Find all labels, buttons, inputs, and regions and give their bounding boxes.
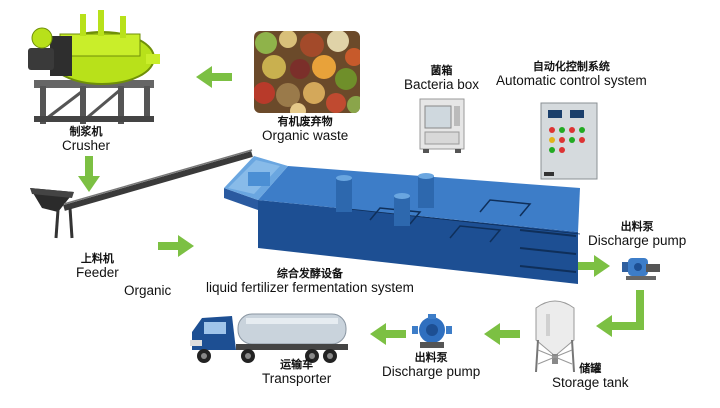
organic-label: Organic — [124, 283, 172, 298]
silo-icon — [532, 294, 578, 374]
screw-conveyor-icon — [28, 146, 268, 246]
pump-bottom-icon — [412, 314, 452, 350]
discharge-pump-right-label: 出料泵 Discharge pump — [588, 220, 687, 249]
arrow-storage-to-pump — [484, 323, 520, 345]
pump-right-icon — [620, 252, 664, 282]
control-system-label: 自动化控制系统 Automatic control system — [496, 60, 647, 89]
discharge-pump-bottom-label: 出料泵 Discharge pump — [382, 351, 481, 380]
organic-waste-label: 有机废弃物 Organic waste — [262, 115, 349, 144]
bacteria-box-label: 菌箱 Bacteria box — [404, 64, 480, 93]
fermentation-tank-icon — [220, 148, 582, 288]
storage-tank-label: 储罐 Storage tank — [552, 362, 629, 391]
fermentation-label: 综合发酵设备 liquid fertilizer fermentation sy… — [206, 267, 414, 296]
tanker-truck-icon — [188, 308, 352, 370]
organic-waste-photo — [254, 31, 360, 113]
crusher-machine-icon — [20, 8, 170, 128]
arrow-pump-to-truck — [370, 323, 406, 345]
crusher-label: 制浆机 Crusher — [62, 125, 111, 154]
bacteria-cabinet-icon — [419, 98, 465, 154]
arrow-waste-to-crusher — [196, 66, 232, 88]
transporter-label: 运输车 Transporter — [262, 358, 332, 387]
arrow-pump-to-storage — [596, 290, 644, 337]
feeder-label: 上料机 Feeder — [76, 252, 119, 281]
control-cabinet-icon — [540, 102, 600, 182]
